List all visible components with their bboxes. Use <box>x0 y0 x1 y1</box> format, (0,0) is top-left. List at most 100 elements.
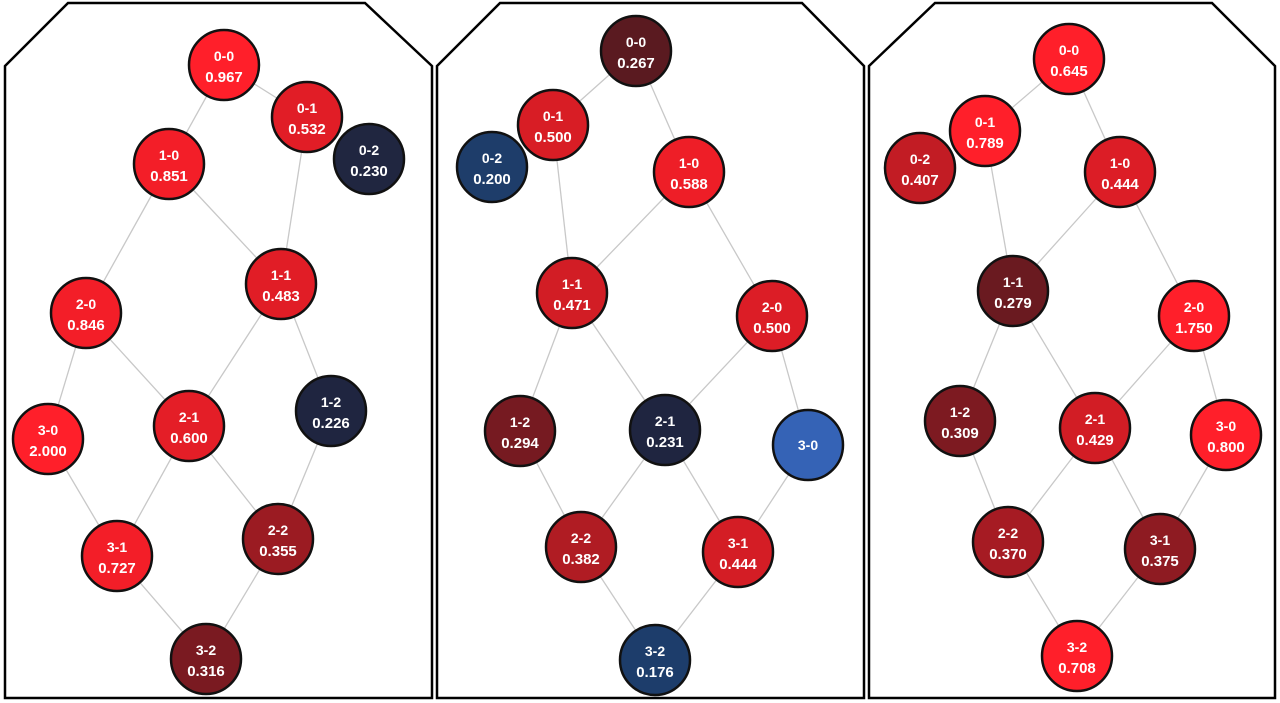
node-label: 1-2 <box>321 394 341 410</box>
node-label: 3-0 <box>38 422 58 438</box>
node-3-1: 3-10.444 <box>701 515 775 589</box>
node-value: 0.176 <box>636 664 674 681</box>
node-label: 0-0 <box>626 34 646 50</box>
node-label: 3-1 <box>1150 532 1170 548</box>
node-value: 0.500 <box>534 129 572 146</box>
node-circle <box>948 94 1022 168</box>
node-0-0: 0-00.967 <box>187 28 261 102</box>
node-value: 0.444 <box>719 556 757 573</box>
node-3-0: 3-0 2.000 <box>11 402 85 476</box>
node-label: 3-0 <box>1216 418 1236 434</box>
node-label: 0-1 <box>297 100 317 116</box>
node-label: 1-2 <box>510 414 530 430</box>
panel-frame <box>3 1 434 700</box>
node-value: 0.230 <box>350 163 388 180</box>
node-circle <box>483 394 557 468</box>
node-3-0: 3-0 0.800 <box>1189 398 1263 472</box>
node-circle <box>516 88 590 162</box>
node-3-1: 3-1 0.375 <box>1123 512 1197 586</box>
node-value: 0.429 <box>1076 432 1114 449</box>
node-value: 0.375 <box>1141 553 1179 570</box>
node-value: 0.789 <box>966 135 1004 152</box>
node-circle <box>1083 135 1157 209</box>
node-3-2: 3-2 0.316 <box>169 622 243 696</box>
node-1-2: 1-2 0.294 <box>483 394 557 468</box>
node-2-2: 2-2 0.370 <box>971 505 1045 579</box>
node-circle <box>244 247 318 321</box>
node-label: 2-0 <box>76 296 96 312</box>
node-value: 0.708 <box>1058 660 1096 677</box>
node-value: 0.532 <box>288 121 326 138</box>
node-0-1: 0-10.500 <box>516 88 590 162</box>
node-circle <box>169 622 243 696</box>
node-0-2: 0-2 0.230 <box>332 122 406 196</box>
node-value: 0.382 <box>562 551 600 568</box>
node-label: 2-1 <box>1085 411 1105 427</box>
node-2-1: 2-10.600 <box>152 389 226 463</box>
node-circle <box>332 122 406 196</box>
node-value: 0.727 <box>98 560 136 577</box>
node-circle <box>152 389 226 463</box>
node-value: 0.370 <box>989 546 1027 563</box>
node-circle <box>270 80 344 154</box>
node-value: 0.279 <box>994 295 1032 312</box>
node-value: 0.471 <box>553 297 591 314</box>
node-2-1: 2-1 0.429 <box>1058 391 1132 465</box>
node-label: 3-1 <box>107 539 127 555</box>
node-label: 1-0 <box>159 147 179 163</box>
node-2-1: 2-1 0.231 <box>628 393 702 467</box>
node-value: 0.294 <box>501 435 539 452</box>
node-value: 0.200 <box>473 171 511 188</box>
node-label: 3-0 <box>798 437 818 453</box>
node-3-1: 3-1 0.727 <box>80 519 154 593</box>
node-circle <box>883 131 957 205</box>
node-circle <box>11 402 85 476</box>
node-3-2: 3-2 0.176 <box>618 623 692 697</box>
node-value: 0.588 <box>670 176 708 193</box>
node-value: 0.355 <box>259 543 297 560</box>
node-1-0: 1-00.851 <box>132 127 206 201</box>
node-circle <box>1189 398 1263 472</box>
node-label: 3-2 <box>645 643 665 659</box>
node-circle <box>599 14 673 88</box>
node-value: 0.645 <box>1050 63 1088 80</box>
node-label: 1-1 <box>1003 274 1023 290</box>
node-value: 2.000 <box>29 443 67 460</box>
node-1-0: 1-0 0.588 <box>652 135 726 209</box>
node-value: 0.600 <box>170 430 208 447</box>
node-label: 0-0 <box>214 48 234 64</box>
node-value: 0.309 <box>941 425 979 442</box>
node-value: 0.267 <box>617 55 655 72</box>
node-label: 3-2 <box>196 642 216 658</box>
node-circle <box>294 374 368 448</box>
node-value: 0.316 <box>187 663 225 680</box>
node-circle <box>80 519 154 593</box>
node-circle <box>652 135 726 209</box>
node-circle <box>132 127 206 201</box>
node-0-1: 0-1 0.789 <box>948 94 1022 168</box>
node-label: 0-0 <box>1059 42 1079 58</box>
node-1-2: 1-20.226 <box>294 374 368 448</box>
node-circle <box>771 408 845 482</box>
node-0-2: 0-20.407 <box>883 131 957 205</box>
node-value: 0.483 <box>262 288 300 305</box>
node-2-2: 2-2 0.382 <box>544 510 618 584</box>
node-circle <box>923 384 997 458</box>
node-value: 0.800 <box>1207 439 1245 456</box>
node-label: 0-2 <box>359 142 379 158</box>
node-value: 0.407 <box>901 172 939 189</box>
panel-3: 0-00.6450-10.7890-20.4071-00.4441-10.279… <box>867 1 1277 700</box>
node-circle <box>1032 22 1106 96</box>
node-label: 0-2 <box>482 150 502 166</box>
node-0-0: 0-0 0.267 <box>599 14 673 88</box>
node-label: 0-1 <box>975 114 995 130</box>
node-circle <box>455 130 529 204</box>
node-value: 0.444 <box>1101 176 1139 193</box>
node-label: 1-0 <box>679 155 699 171</box>
node-label: 2-2 <box>998 525 1018 541</box>
node-circle <box>535 256 609 330</box>
node-value: 0.231 <box>646 434 684 451</box>
node-label: 2-2 <box>571 530 591 546</box>
node-label: 2-1 <box>655 413 675 429</box>
